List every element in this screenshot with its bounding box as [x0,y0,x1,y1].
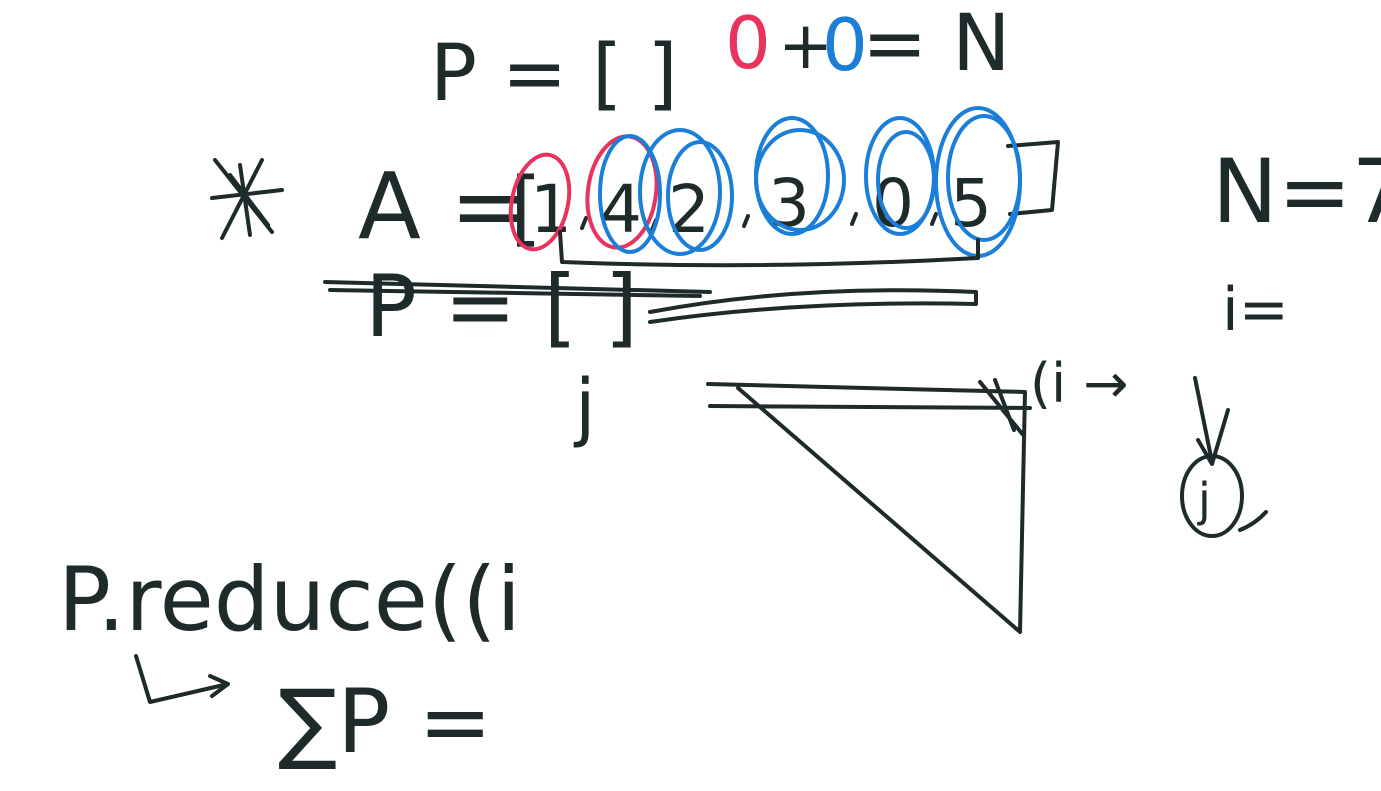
top-plus: + [778,7,833,84]
array-element: 4 [600,171,642,248]
top-equation: P = [ ] 0 + 0 = N [430,0,1011,119]
i-equals: i= [1222,275,1289,345]
down-arrow-icon [1193,376,1230,466]
crossed-p-line: P = [ ] [323,257,978,357]
array-element: 2 [668,171,710,248]
array-a-label: A = [358,153,527,260]
top-p-equals-empty: P = [ ] [430,29,678,119]
hook-arrow-icon [134,654,230,704]
star-marker: * [210,158,284,240]
n-equals-seven: N=7 [1212,140,1381,243]
top-equals-n: = N [862,0,1011,89]
top-red-zero: 0 [725,1,771,85]
triangle-shape [706,378,1032,634]
reduce-line: P.reduce((i [58,548,521,651]
circled-j-ring [1180,454,1244,538]
array-open-bracket: [ [510,161,542,256]
array-element: 5 [950,165,992,242]
i-arrow-label: (i → [1030,352,1128,415]
array-a: A = [ 1 4 2 3 0 5 ] [358,140,1060,260]
blue-circles [598,106,1022,258]
underbrace [558,230,980,268]
top-blue-zero: 0 [822,3,868,87]
circled-j-label: j [1197,473,1211,527]
j-label: j [573,364,596,450]
sum-line: ∑P = [278,670,492,773]
crossed-p-text: P = [ ] [365,257,638,357]
